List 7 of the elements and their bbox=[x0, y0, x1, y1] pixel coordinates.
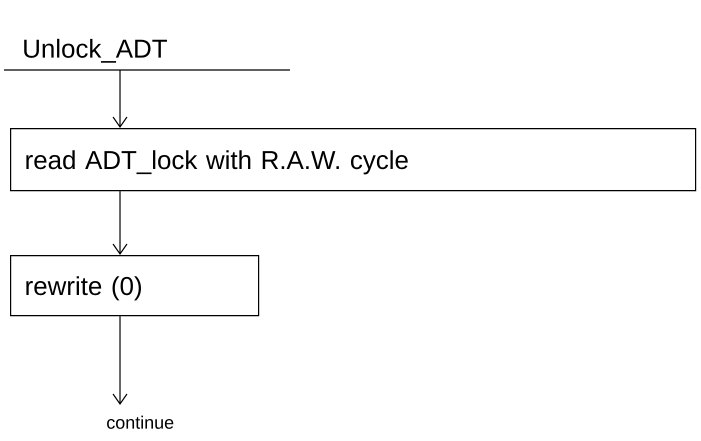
process-box: read ADT_lock with R.A.W. cycle bbox=[10, 128, 696, 192]
arrow bbox=[112, 191, 128, 255]
text-label: Unlock_ADT bbox=[24, 38, 167, 63]
arrow bbox=[112, 316, 128, 405]
arrow bbox=[112, 70, 128, 128]
text-label: continue bbox=[107, 416, 174, 429]
process-box: rewrite (0) bbox=[10, 255, 260, 316]
